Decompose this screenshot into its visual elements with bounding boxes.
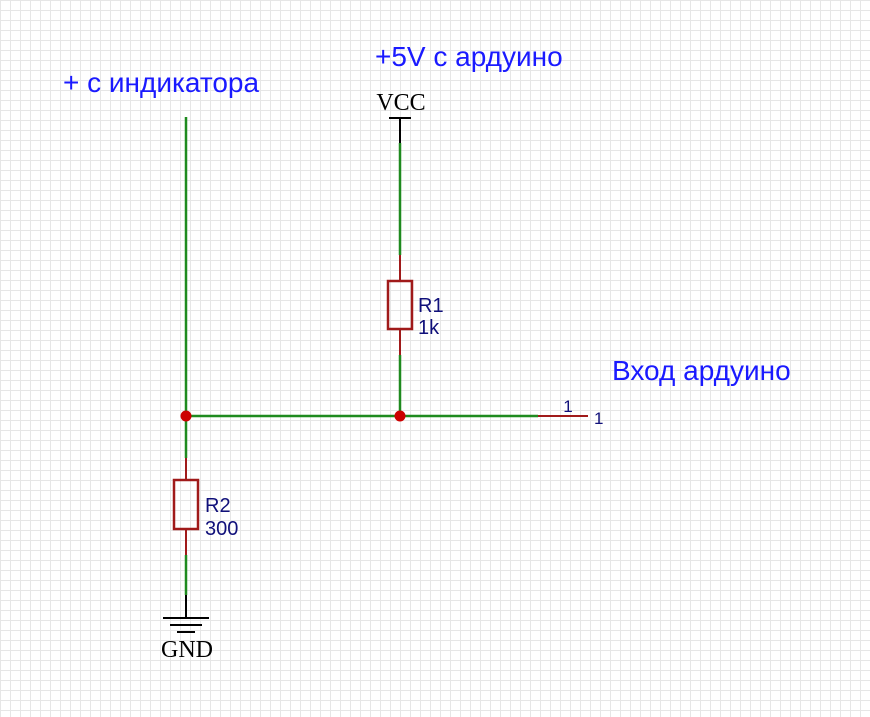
- connector-pin[interactable]: 1 1: [538, 397, 603, 428]
- connector-net-name: 1: [594, 409, 603, 428]
- r1-refdes: R1: [418, 295, 444, 317]
- arduino-input-annotation: Вход ардуино: [612, 355, 791, 386]
- gnd-symbol[interactable]: GND: [161, 595, 213, 663]
- wires: [184, 117, 538, 595]
- resistor-r2[interactable]: R2 300: [172, 458, 238, 555]
- arduino-5v-annotation: +5V с ардуино: [375, 41, 563, 72]
- r1-value: 1k: [418, 317, 440, 339]
- junction-dot-right: [394, 410, 406, 422]
- r2-refdes: R2: [205, 495, 231, 517]
- gnd-label: GND: [161, 637, 213, 663]
- r2-value: 300: [205, 518, 238, 540]
- vcc-label: VCC: [376, 90, 425, 116]
- junction-dot-left: [180, 410, 192, 422]
- indicator-plus-annotation: + с индикатора: [63, 67, 259, 98]
- vcc-symbol[interactable]: VCC: [376, 90, 426, 143]
- connector-pin-number: 1: [563, 397, 572, 416]
- resistor-r1[interactable]: R1 1k: [386, 255, 444, 355]
